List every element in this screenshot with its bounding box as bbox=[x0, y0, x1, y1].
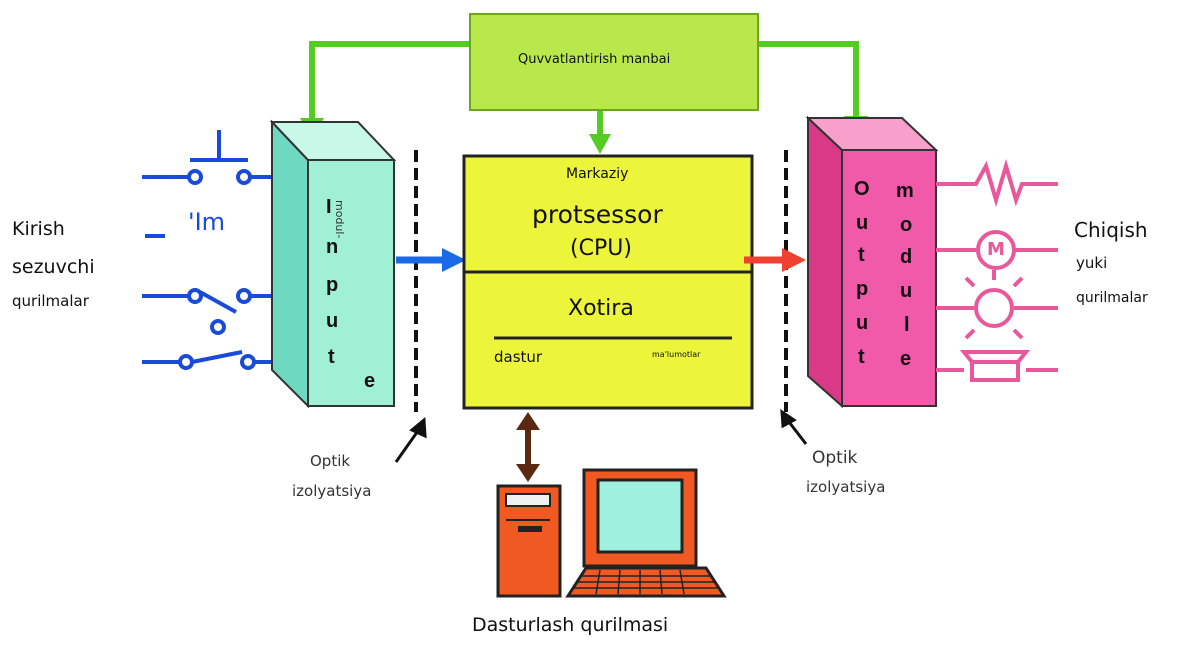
output-letter-1: O bbox=[854, 178, 870, 200]
power-wires bbox=[309, 41, 859, 138]
power-supply-label: Quvvatlantirish manbai bbox=[518, 52, 671, 67]
optic-isolation-right-line1: Optik bbox=[812, 448, 858, 468]
input-blue-text: 'Im bbox=[188, 208, 226, 236]
optic-isolation-left-line2: izolyatsiya bbox=[292, 482, 372, 500]
output-letter-6: t bbox=[858, 346, 865, 368]
input-letter-5: t bbox=[328, 346, 335, 368]
input-letter-3: p bbox=[326, 274, 339, 296]
output-module bbox=[805, 115, 939, 409]
output-letter-2: u bbox=[856, 212, 869, 234]
cpu-top-label: Markaziy bbox=[566, 166, 629, 182]
input-extra-letter: e bbox=[364, 370, 376, 392]
input-devices-label-line3: qurilmalar bbox=[12, 292, 89, 310]
output-letter-5: u bbox=[856, 312, 869, 334]
input-letter-4: u bbox=[326, 310, 339, 332]
output-letter-4: p bbox=[856, 278, 869, 300]
cpu-block bbox=[462, 154, 754, 410]
output-loads-label-line3: qurilmalar bbox=[1076, 290, 1148, 306]
program-label: dastur bbox=[494, 348, 543, 366]
input-module bbox=[269, 119, 397, 409]
output-letter-10: u bbox=[900, 280, 913, 302]
cpu-abbr-label: (CPU) bbox=[570, 236, 632, 261]
input-to-cpu-arrow bbox=[396, 248, 466, 272]
output-loads-label-line2: yuki bbox=[1076, 254, 1108, 272]
cpu-to-output-arrow bbox=[744, 248, 806, 272]
programming-device-label: Dasturlash qurilmasi bbox=[472, 614, 669, 636]
output-letter-11: l bbox=[904, 314, 910, 336]
input-devices-label-line1: Kirish bbox=[12, 218, 65, 240]
input-devices-label-line2: sezuvchi bbox=[12, 256, 95, 278]
memory-label: Xotira bbox=[568, 296, 634, 321]
output-loads-label-line1: Chiqish bbox=[1074, 218, 1148, 242]
optic-isolation-left-line1: Optik bbox=[310, 452, 351, 470]
motor-symbol-letter: M bbox=[987, 239, 1005, 260]
programming-device-icon bbox=[496, 468, 727, 598]
input-sensor-symbols bbox=[142, 130, 290, 370]
output-letter-8: o bbox=[900, 214, 913, 236]
cpu-main-label: protsessor bbox=[532, 200, 663, 229]
output-letter-12: e bbox=[900, 348, 912, 370]
optic-isolation-right-line2: izolyatsiya bbox=[806, 478, 886, 496]
data-label: ma'lumotlar bbox=[652, 350, 701, 359]
input-letter-2: n bbox=[326, 236, 339, 258]
power-arrowheads bbox=[300, 116, 868, 154]
output-load-symbols bbox=[936, 158, 1058, 382]
input-module-side-label: modul- bbox=[333, 200, 346, 239]
optic-pointer-arrows bbox=[394, 409, 808, 463]
output-letter-9: d bbox=[900, 246, 913, 268]
power-supply-box bbox=[469, 13, 759, 111]
input-letter-1: I bbox=[326, 196, 332, 218]
output-letter-3: t bbox=[858, 244, 865, 266]
output-letter-7: m bbox=[896, 180, 914, 202]
cpu-programmer-link-arrow bbox=[516, 412, 540, 482]
